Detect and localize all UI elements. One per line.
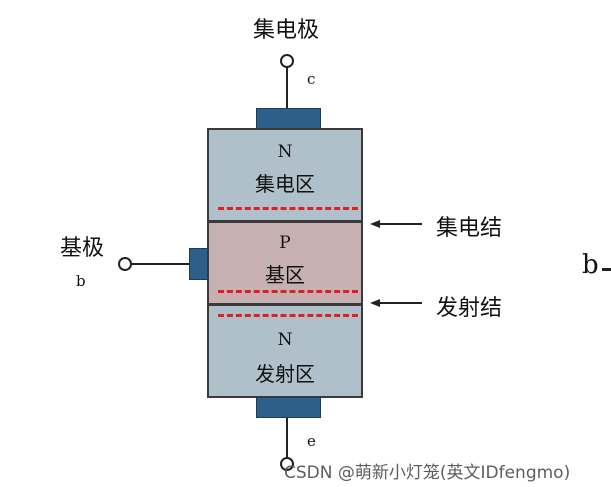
- base-terminal: [118, 257, 132, 271]
- emitter-junction-arrowhead: [370, 299, 380, 307]
- collector-terminal: [280, 54, 294, 68]
- collector-region-label: 集电区: [255, 172, 315, 196]
- base-electrode-label: 基极: [60, 236, 105, 261]
- collector-electrode-label: 集电极: [253, 18, 320, 43]
- emitter-junction-arrow-line: [378, 302, 422, 304]
- base-contact-pad: [189, 248, 208, 280]
- side-letter: b: [582, 250, 599, 280]
- collector-junction-label: 集电结: [436, 216, 503, 241]
- emitter-terminal-letter: e: [307, 432, 316, 450]
- collector-region: N 集电区: [207, 128, 363, 222]
- watermark: CSDN @萌新小灯笼(英文IDfengmo): [284, 463, 571, 483]
- collector-junction-arrowhead: [370, 220, 380, 228]
- emitter-lead-wire: [286, 418, 288, 458]
- emitter-contact-pad: [256, 397, 321, 418]
- emitter-junction-label: 发射结: [436, 296, 503, 321]
- collector-lead-wire: [286, 67, 288, 109]
- side-cutoff-mark: [602, 268, 611, 271]
- base-collector-side-dash: [218, 290, 358, 293]
- emitter-region-label: 发射区: [255, 362, 315, 386]
- collector-terminal-letter: c: [307, 70, 316, 88]
- emitter-region: N 发射区: [207, 304, 363, 398]
- collector-contact-pad: [256, 108, 321, 129]
- emitter-junction-dash: [218, 314, 358, 317]
- base-region-label: 基区: [265, 263, 305, 287]
- base-type-letter: P: [279, 233, 291, 253]
- base-terminal-letter: b: [76, 272, 86, 290]
- base-lead-wire: [131, 263, 191, 265]
- emitter-type-letter: N: [277, 330, 293, 350]
- emitter-terminal: [280, 457, 294, 471]
- collector-junction-arrow-line: [378, 223, 422, 225]
- collector-type-letter: N: [277, 142, 293, 162]
- collector-junction-dash: [218, 207, 358, 210]
